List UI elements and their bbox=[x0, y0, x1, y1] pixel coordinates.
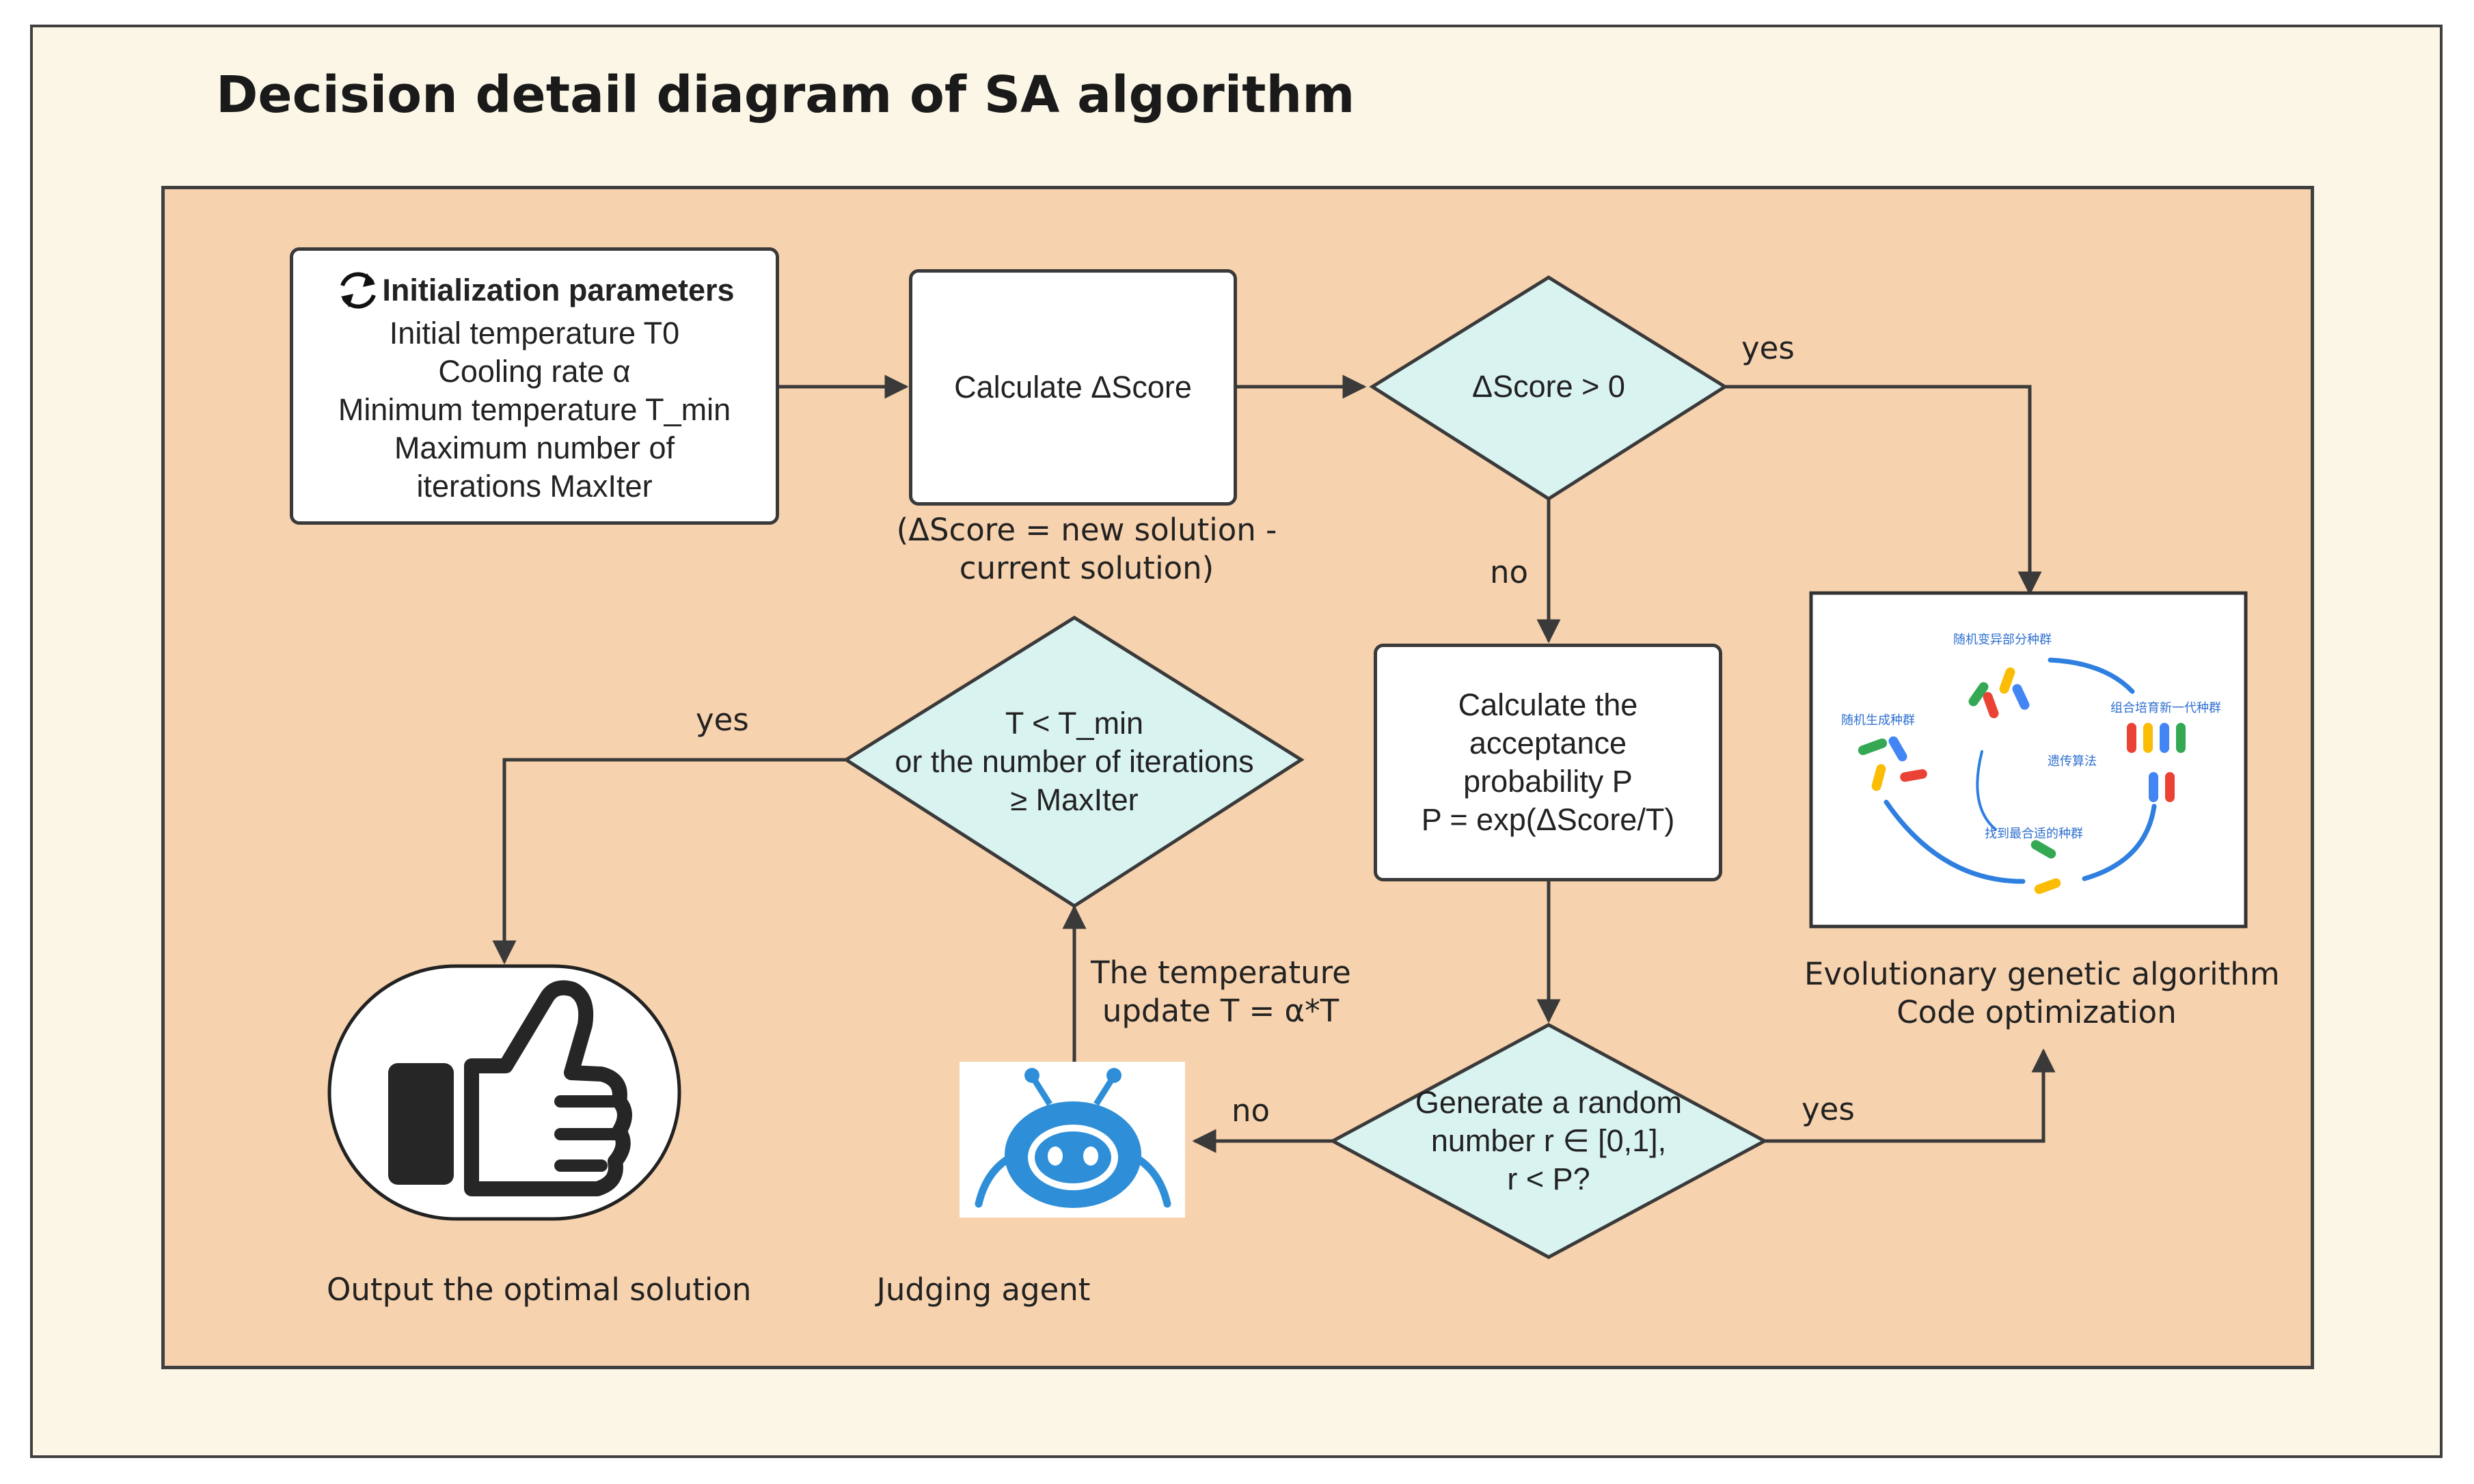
decision-stop-line: ≥ MaxIter bbox=[1010, 782, 1139, 817]
calc-score-label: Calculate ΔScore bbox=[954, 370, 1192, 404]
init-params-box: Initialization parameters Initial temper… bbox=[290, 247, 779, 525]
genetic-figure-frame bbox=[1809, 591, 2248, 929]
calc-prob-line: probability P bbox=[1463, 764, 1633, 799]
init-line: Initial temperature T0 bbox=[389, 316, 680, 351]
temperature-update-line: update T = α*T bbox=[1102, 993, 1340, 1029]
decision-score-no-label: no bbox=[1490, 554, 1529, 590]
calc-prob-line: acceptance bbox=[1469, 726, 1627, 760]
calc-score-box: Calculate ΔScore bbox=[909, 269, 1237, 506]
thumbs-up-icon bbox=[388, 980, 632, 1196]
decision-score-yes-label: yes bbox=[1741, 330, 1795, 366]
genetic-caption-line: Code optimization bbox=[1897, 994, 2177, 1030]
decision-random-shape bbox=[1329, 1023, 1769, 1259]
genetic-label-center: 遗传算法 bbox=[2048, 754, 2097, 769]
decision-random-line: Generate a random bbox=[1415, 1085, 1683, 1120]
temperature-update-label: The temperature update T = α*T bbox=[1091, 954, 1351, 1030]
agent-label: Judging agent bbox=[876, 1272, 1091, 1308]
decision-score-text: ΔScore > 0 bbox=[1472, 369, 1625, 404]
robot-icon bbox=[960, 1062, 1185, 1218]
calc-score-note-line: current solution) bbox=[959, 550, 1214, 586]
decision-stop-line: or the number of iterations bbox=[895, 744, 1254, 779]
init-line: Cooling rate α bbox=[438, 354, 631, 389]
decision-random-no-label: no bbox=[1232, 1093, 1270, 1129]
calc-prob-line: Calculate the bbox=[1458, 687, 1638, 722]
init-line: iterations MaxIter bbox=[416, 469, 653, 504]
calc-probability-box: Calculate the acceptance probability P P… bbox=[1374, 644, 1722, 881]
diagram-title: Decision detail diagram of SA algorithm bbox=[216, 66, 1355, 124]
calc-score-note: (ΔScore = new solution - current solutio… bbox=[895, 511, 1278, 588]
decision-stop-text: T < T_min or the number of iterations ≥ … bbox=[868, 704, 1281, 820]
calc-score-note-line: (ΔScore = new solution - bbox=[896, 512, 1277, 548]
chromosome-capsules bbox=[1858, 667, 2186, 894]
decision-score-shape bbox=[1369, 275, 1728, 501]
genetic-caption-line: Evolutionary genetic algorithm bbox=[1804, 956, 2280, 992]
init-heading: Initialization parameters bbox=[382, 273, 735, 307]
genetic-label-top: 随机变异部分种群 bbox=[1953, 633, 2052, 647]
arrow-random-yes bbox=[1765, 1048, 2056, 1143]
temperature-update-line: The temperature bbox=[1091, 954, 1351, 991]
decision-stop-yes-label: yes bbox=[696, 702, 749, 738]
decision-random-line: number r ∈ [0,1], bbox=[1430, 1123, 1667, 1158]
genetic-cycle-icon bbox=[1884, 657, 2157, 884]
decision-random-line: r < P? bbox=[1507, 1162, 1590, 1196]
genetic-label-right: 组合培育新一代种群 bbox=[2110, 701, 2221, 715]
decision-random-text: Generate a random number r ∈ [0,1], r < … bbox=[1387, 1081, 1710, 1201]
decision-random-yes-label: yes bbox=[1802, 1091, 1855, 1127]
calc-prob-line: P = exp(ΔScore/T) bbox=[1421, 802, 1675, 837]
genetic-label-bottom: 找到最合适的种群 bbox=[1985, 827, 2083, 841]
decision-stop-shape bbox=[843, 616, 1305, 908]
output-label: Output the optimal solution bbox=[327, 1272, 752, 1308]
init-line: Minimum temperature T_min bbox=[338, 392, 731, 427]
genetic-label-left: 随机生成种群 bbox=[1841, 713, 1915, 728]
genetic-caption: Evolutionary genetic algorithm Code opti… bbox=[1804, 955, 2280, 1032]
arrow-decision-yes bbox=[1725, 385, 2042, 596]
refresh-icon bbox=[340, 272, 377, 309]
arrow-stop-yes bbox=[492, 758, 846, 965]
init-line: Maximum number of bbox=[394, 430, 675, 465]
decision-stop-line: T < T_min bbox=[1005, 706, 1144, 741]
